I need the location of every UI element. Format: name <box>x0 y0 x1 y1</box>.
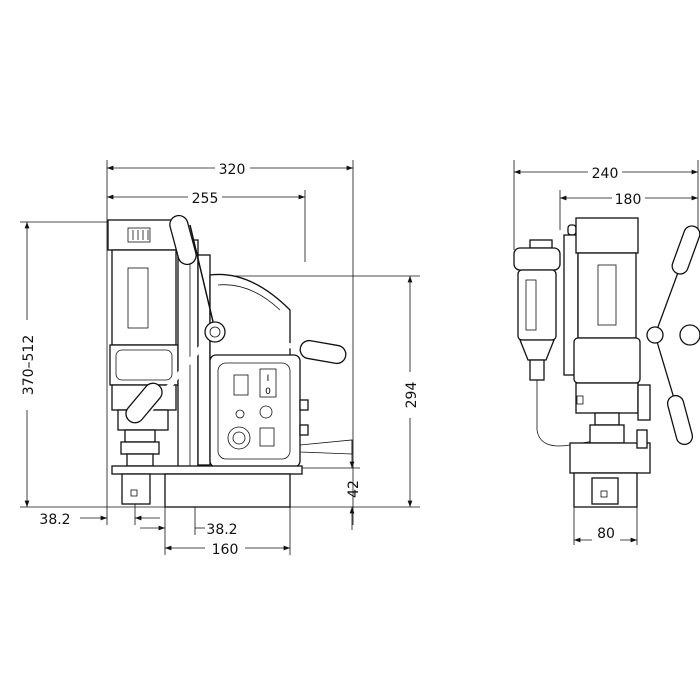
dim-side-width-body: 180 <box>615 192 642 208</box>
motor-body <box>111 249 177 346</box>
dim-width-body: 255 <box>192 191 219 207</box>
front-dimensions: 320 255 370–512 294 42 38.2 38.2 160 <box>21 162 420 558</box>
dim-side-width-total: 240 <box>592 166 619 182</box>
dim-offset-right: 38.2 <box>206 522 237 538</box>
switch-off-label: 0 <box>265 387 271 397</box>
side-dimensions: 240 180 80 <box>514 166 698 543</box>
power-switch[interactable] <box>259 368 277 398</box>
dim-height-base: 294 <box>404 382 420 409</box>
feed-handles[interactable] <box>122 214 347 427</box>
magnet-indicator <box>259 405 273 419</box>
dim-side-base-width: 80 <box>597 526 615 542</box>
side-feed-handles[interactable] <box>646 224 700 446</box>
control-panel <box>209 354 301 468</box>
switch-on-label: I <box>267 374 270 384</box>
dim-base-height: 42 <box>346 480 362 498</box>
magnetic-base <box>164 473 291 508</box>
coolant-bottle <box>513 247 561 271</box>
speed-dial[interactable] <box>227 426 251 450</box>
mode-switch[interactable] <box>233 374 249 396</box>
dim-height-range: 370–512 <box>21 335 37 395</box>
motor-top-cap <box>107 219 181 251</box>
gear-guard <box>209 273 291 361</box>
indicator-light <box>235 409 245 419</box>
front-view-drill: I 0 <box>20 160 420 555</box>
dim-width-total: 320 <box>219 162 246 178</box>
dim-offset-left: 38.2 <box>39 512 70 528</box>
side-view-drill <box>513 160 700 545</box>
dim-base-width: 160 <box>212 542 239 558</box>
motor-switch[interactable] <box>259 427 275 447</box>
annular-cutter <box>121 473 151 505</box>
